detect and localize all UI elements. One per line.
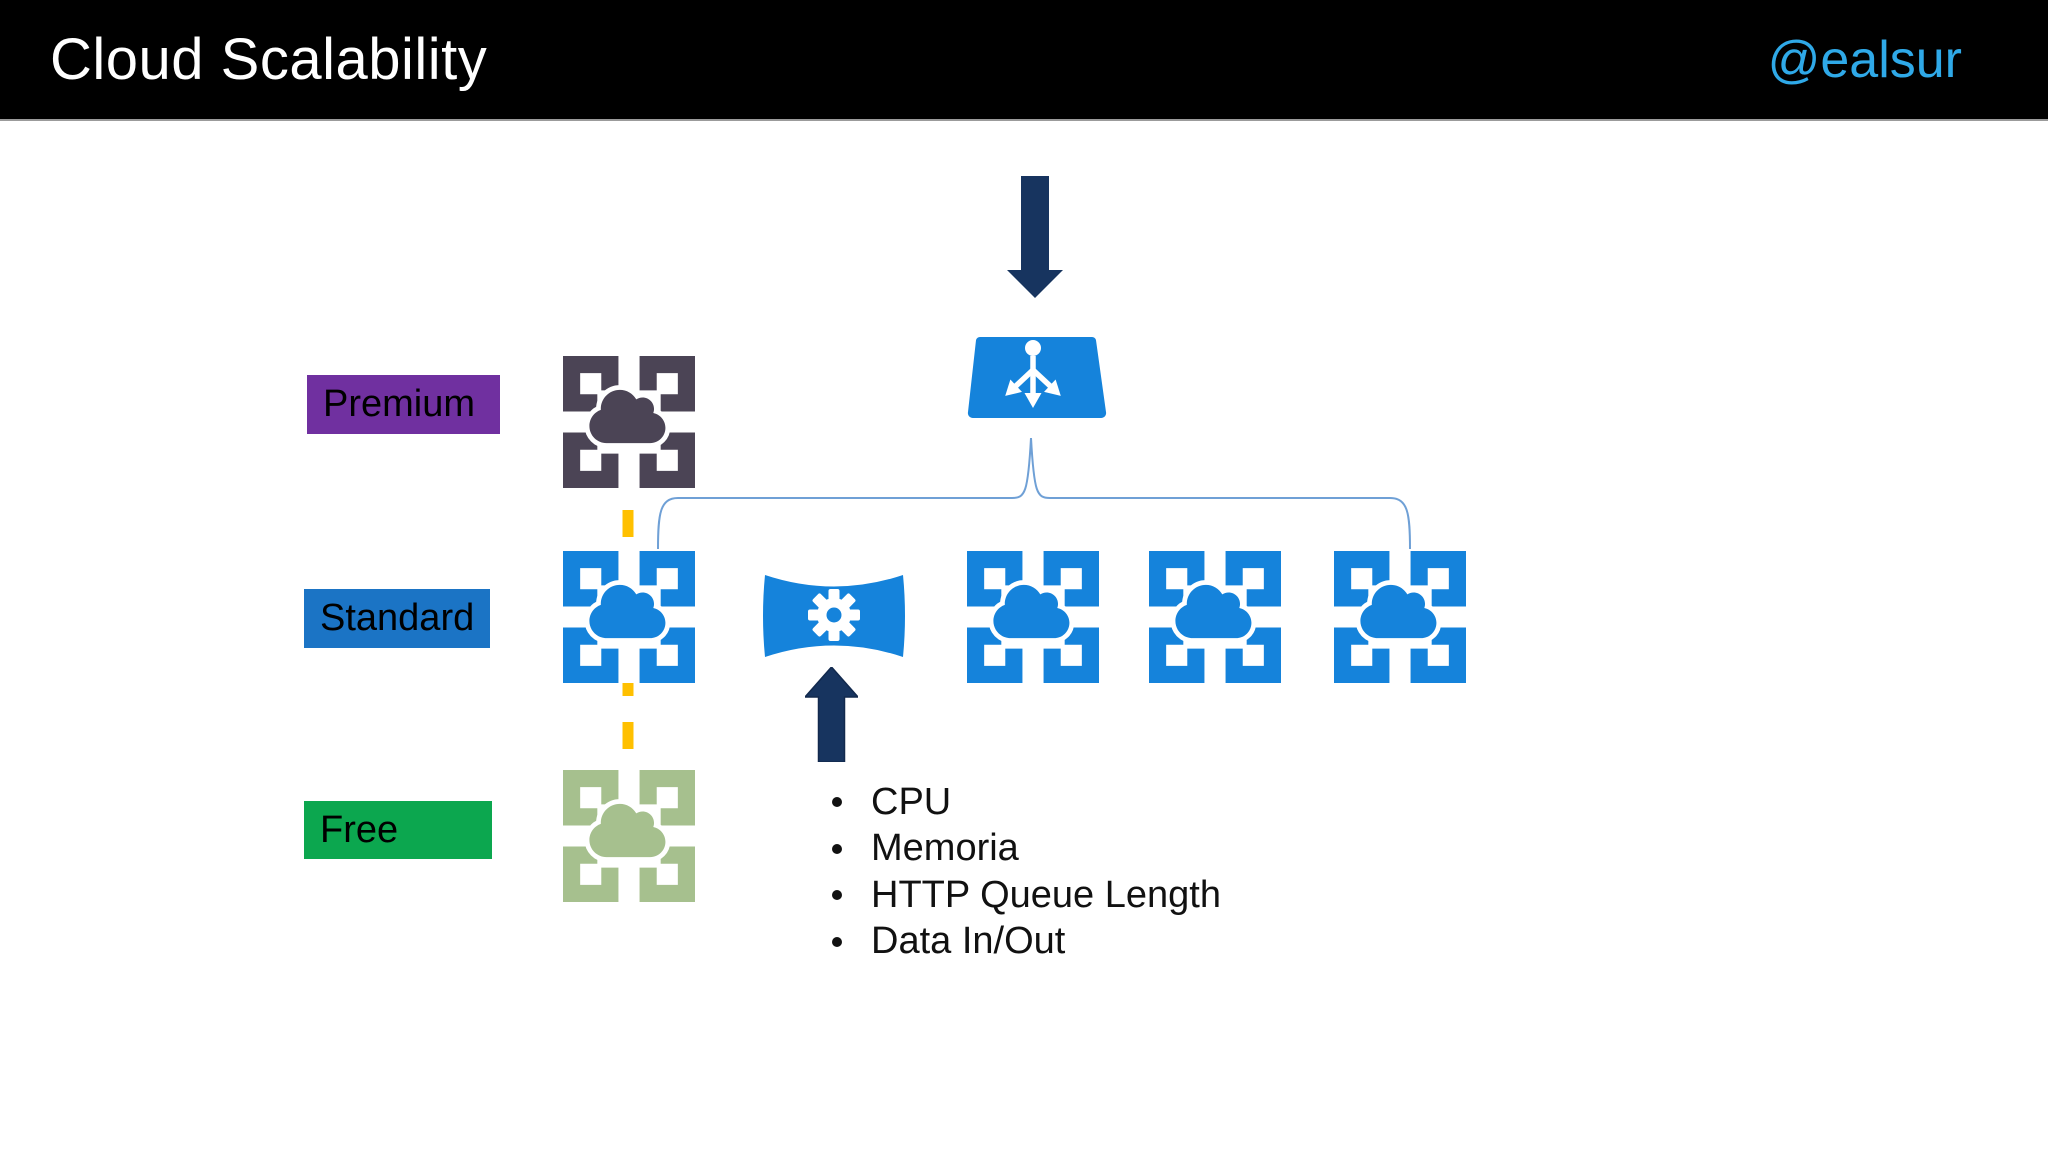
- app-service-standard-icon-4: [1334, 551, 1466, 683]
- autoscale-gear-icon: [763, 575, 905, 657]
- metric-label: Memoria: [871, 827, 1019, 870]
- load-balancer-icon: [967, 336, 1107, 419]
- metric-label: CPU: [871, 780, 952, 823]
- distribution-bracket-connector: [657, 437, 1411, 550]
- tier-label-standard: Standard: [304, 589, 490, 648]
- metric-label: HTTP Queue Length: [871, 873, 1221, 916]
- bullet-dot-icon: [832, 890, 842, 901]
- twitter-handle: @ealsur: [1767, 30, 1962, 89]
- metric-label: Data In/Out: [871, 920, 1066, 963]
- app-service-standard-icon-1: [563, 551, 695, 683]
- tier-label-text: Free: [320, 808, 399, 851]
- app-service-standard-icon-3: [1149, 551, 1281, 683]
- down-arrow-icon: [1007, 176, 1063, 298]
- metric-item: Memoria: [832, 826, 1221, 873]
- tier-label-text: Standard: [320, 597, 475, 639]
- app-service-standard-icon-2: [967, 551, 1099, 683]
- tier-label-premium: Premium: [307, 375, 500, 434]
- page-title: Cloud Scalability: [50, 27, 488, 92]
- metrics-list: CPU Memoria HTTP Queue Length Data In/Ou…: [832, 779, 1221, 965]
- tier-label-text: Premium: [323, 383, 476, 425]
- metric-item: Data In/Out: [832, 919, 1221, 966]
- metric-item: HTTP Queue Length: [832, 872, 1221, 919]
- up-arrow-icon: [805, 667, 858, 762]
- header-bar: Cloud Scalability @ealsur: [0, 0, 2048, 121]
- bullet-dot-icon: [832, 843, 842, 854]
- bullet-dot-icon: [832, 936, 842, 947]
- metric-item: CPU: [832, 779, 1221, 826]
- app-service-free-icon: [563, 770, 695, 902]
- bullet-dot-icon: [832, 797, 842, 808]
- tier-label-free: Free: [304, 801, 492, 859]
- app-service-premium-icon: [563, 356, 695, 488]
